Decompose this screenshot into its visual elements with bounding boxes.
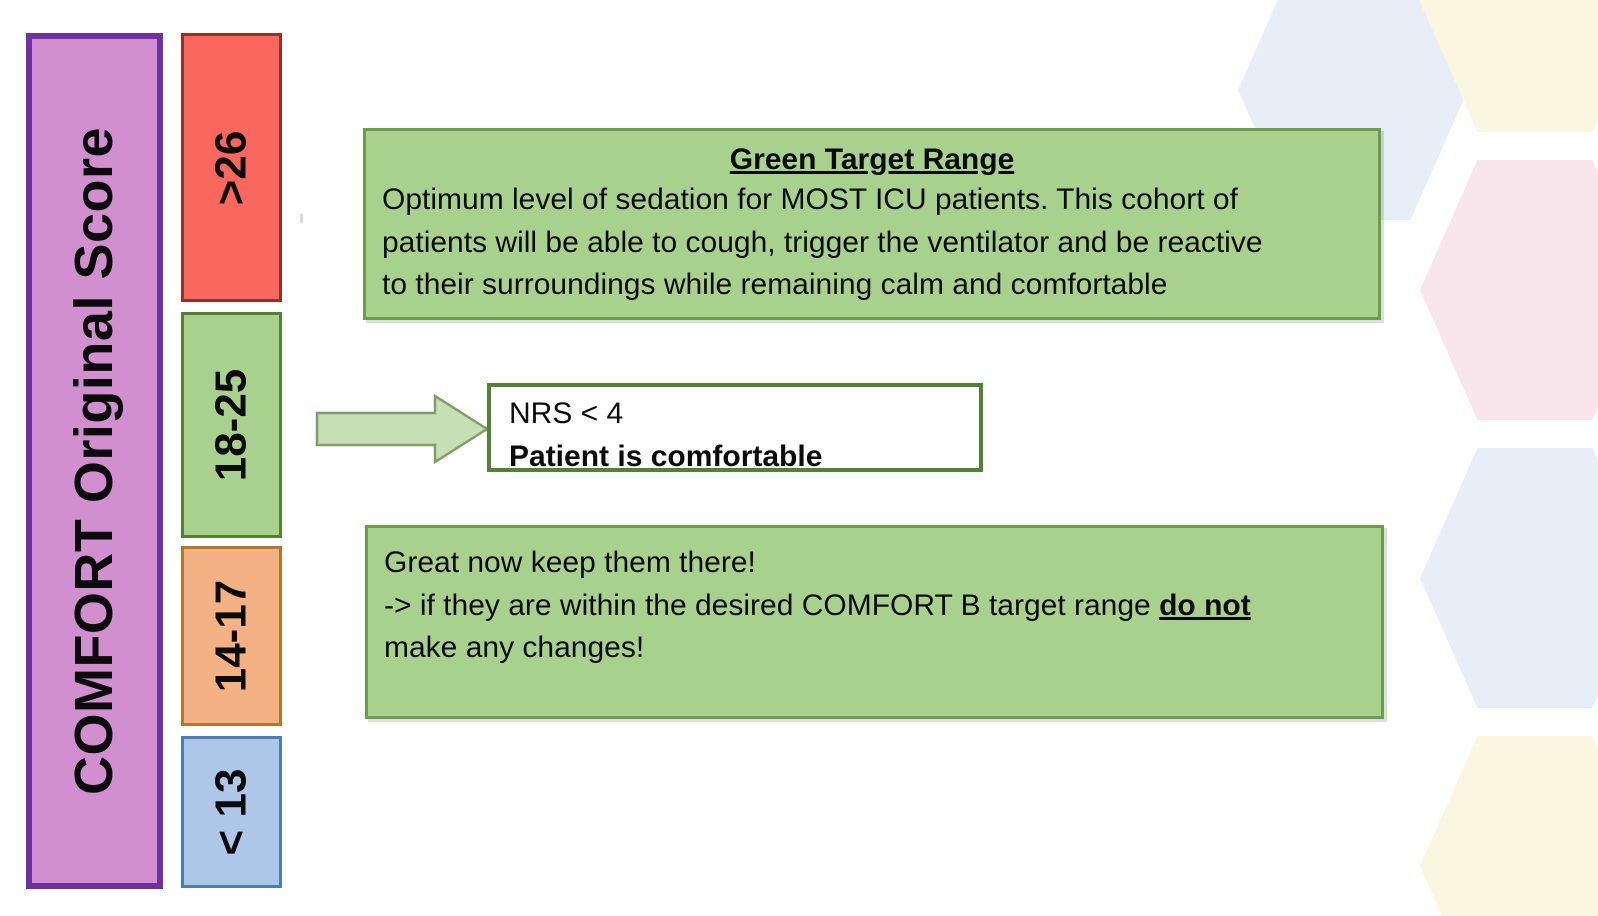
green-target-range-title: Green Target Range [729, 143, 1015, 176]
action-line-2-emphasis: do not [1159, 588, 1251, 622]
nrs-status-line: Patient is comfortable [509, 439, 823, 473]
score-range-above-26[interactable]: >26 [181, 33, 282, 302]
hexagon-blue-lower [1420, 448, 1598, 708]
green-target-range-panel: Green Target Range Optimum level of seda… [363, 128, 1381, 320]
green-target-range-line-2: patients will be able to cough, trigger … [382, 225, 1263, 259]
score-range-label: 18-25 [206, 368, 256, 482]
nrs-value-line: NRS < 4 [509, 397, 624, 430]
action-guidance-panel: Great now keep them there! -> if they ar… [365, 525, 1384, 719]
score-range-label: 14-17 [206, 579, 256, 693]
score-range-label: >26 [206, 130, 256, 205]
green-target-range-text: Optimum level of sedation for MOST ICU p… [382, 179, 1362, 307]
comfort-score-title-bar: COMFORT Original Score [26, 33, 163, 889]
score-range-14-17[interactable]: 14-17 [181, 546, 282, 726]
scan-artifact [300, 214, 303, 223]
action-line-3: make any changes! [384, 631, 645, 665]
nrs-comfort-panel: NRS < 4 Patient is comfortable [487, 383, 983, 473]
action-line-2-text: -> if they are within the desired COMFOR… [384, 588, 1160, 622]
score-range-18-25[interactable]: 18-25 [181, 312, 282, 538]
hexagon-cream-top [1420, 0, 1598, 132]
green-target-range-line-3: to their surroundings while remaining ca… [382, 268, 1168, 302]
score-range-below-13[interactable]: < 13 [181, 736, 282, 888]
hexagon-pink-middle [1420, 160, 1598, 420]
right-arrow-icon [315, 393, 490, 465]
green-target-range-line-1: Optimum level of sedation for MOST ICU p… [382, 183, 1238, 216]
hexagon-cream-bottom [1420, 736, 1598, 916]
action-line-1: Great now keep them there! [384, 546, 756, 579]
page-title: COMFORT Original Score [64, 126, 125, 796]
action-line-2: -> if they are within the desired COMFOR… [384, 585, 1365, 628]
score-range-label: < 13 [206, 768, 256, 856]
